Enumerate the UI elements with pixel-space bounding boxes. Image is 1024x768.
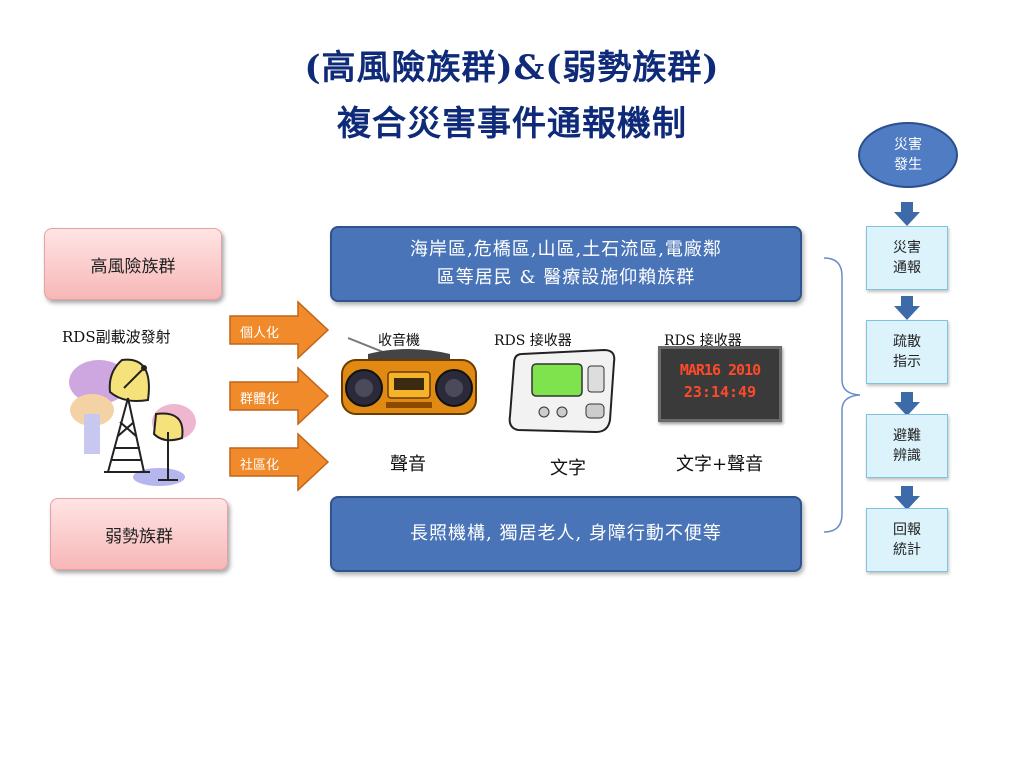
disaster-occurs-node: 災害 發生 [858,122,958,188]
flow-arrow-down-icon [894,296,920,320]
output-text-sound: 文字+聲音 [676,454,764,475]
satellite-dish-icon [69,358,196,486]
rds-led-display: MAR16 2010 23:14:49 [658,346,782,422]
step-disaster-report-line1: 災害 [893,240,921,256]
step-disaster-report-line2: 通報 [893,260,921,276]
step-disaster-report: 災害 通報 [866,226,948,290]
step-report-statistics: 回報 統計 [866,508,948,572]
led-time: 23:14:49 [683,383,757,401]
step-shelter-line2: 辨識 [893,448,921,464]
arrow-group-label: 群體化 [240,392,280,407]
arrow-group-icon [229,366,330,426]
disaster-occurs-line2: 發生 [894,157,922,173]
high-risk-group-box: 高風險族群 [44,228,222,300]
rds-receiver-pager-icon [508,348,616,434]
arrow-community-icon [229,432,330,492]
page-title-line1: (高風險族群)&(弱勢族群) [304,48,720,88]
arrow-personalized-label: 個人化 [240,326,280,341]
step-evacuation-line2: 指示 [893,354,921,370]
rds-broadcast-label: RDS副載波發射 [62,328,171,346]
high-risk-residents-box: 海岸區,危橋區,山區,土石流區,電廠鄰 區等居民 & 醫療設施仰賴族群 [330,226,802,302]
high-risk-residents-line2: 區等居民 & 醫療設施仰賴族群 [436,267,696,288]
rds-receiver-label-1: RDS 接收器 [494,333,572,349]
led-date: MAR16 2010 [679,361,761,379]
vulnerable-facilities-box: 長照機構, 獨居老人, 身障行動不便等 [330,496,802,572]
step-shelter-line1: 避難 [893,428,921,444]
disaster-occurs-line1: 災害 [894,137,922,153]
radio-icon [341,337,477,415]
output-sound: 聲音 [390,454,426,475]
flow-arrow-down-icon [894,392,920,416]
vulnerable-group-box: 弱勢族群 [50,498,228,570]
brace-connector [823,257,861,533]
high-risk-group-label: 高風險族群 [90,256,176,277]
flow-arrow-down-icon [894,486,920,510]
arrow-personalized-icon [229,300,330,360]
step-report-line1: 回報 [893,522,921,538]
high-risk-residents-line1: 海岸區,危橋區,山區,土石流區,電廠鄰 [410,239,722,260]
rds-receiver-label-2: RDS 接收器 [664,333,742,349]
page-title-line2: 複合災害事件通報機制 [337,104,687,144]
flow-arrow-down-icon [894,202,920,226]
step-report-line2: 統計 [893,542,921,558]
output-text: 文字 [550,458,586,479]
vulnerable-facilities-label: 長照機構, 獨居老人, 身障行動不便等 [410,523,722,544]
step-evacuation-line1: 疏散 [893,334,921,350]
step-shelter-identification: 避難 辨識 [866,414,948,478]
step-evacuation-instruction: 疏散 指示 [866,320,948,384]
vulnerable-group-label: 弱勢族群 [105,526,173,547]
arrow-community-label: 社區化 [240,458,280,473]
radio-label: 收音機 [378,333,420,349]
